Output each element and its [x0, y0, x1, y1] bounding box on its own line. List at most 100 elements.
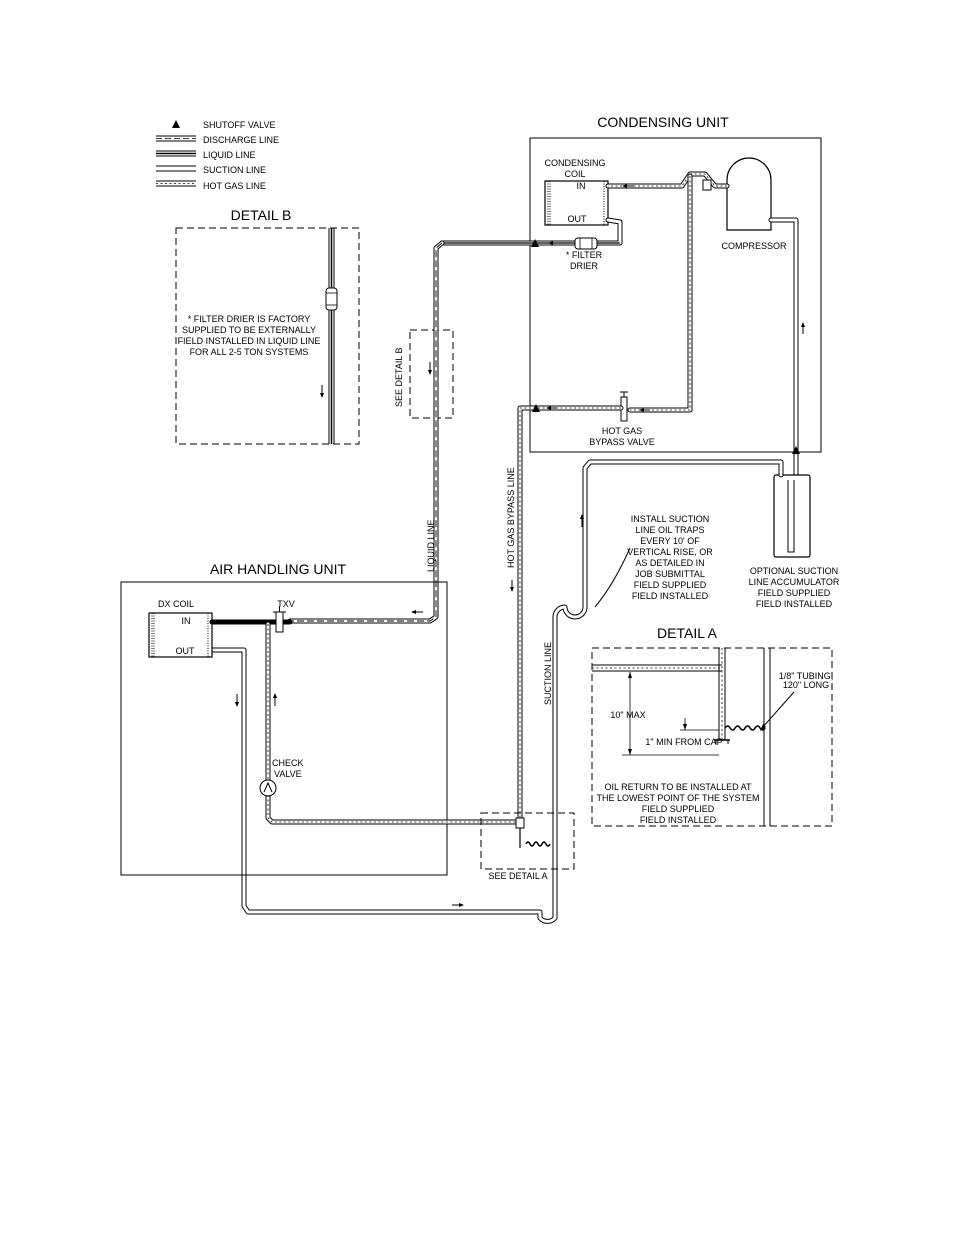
filter-drier-label-2: DRIER — [570, 261, 599, 271]
arrow-right-suction-icon — [452, 903, 464, 907]
dx-coil — [148, 612, 213, 658]
oil-trap-note-7: FIELD SUPPLIED — [634, 580, 707, 590]
detail-a-tubing-1: 1/8" TUBING, — [779, 671, 834, 681]
liquid-line-main — [287, 240, 445, 624]
oil-trap-note-3: EVERY 10' OF — [640, 536, 700, 546]
oil-trap-leader — [594, 547, 631, 608]
hot-gas-line-vertical — [627, 173, 693, 413]
arrow-left-hotgas-2-icon — [546, 406, 557, 410]
detail-b-note-2: SUPPLIED TO BE EXTERNALLY — [182, 325, 316, 335]
accumulator-note-3: FIELD SUPPLIED — [758, 588, 831, 598]
liquid-line-label: LIQUID LINE — [426, 519, 436, 572]
condensing-unit: CONDENSING UNIT CONDENSING COIL IN OUT C… — [439, 114, 822, 825]
arrow-up-suction-icon — [580, 514, 584, 527]
legend-shutoff-valve: SHUTOFF VALVE — [203, 120, 276, 130]
dx-coil-label: DX COIL — [158, 599, 194, 609]
compressor-label: COMPRESSOR — [721, 241, 787, 251]
detail-b: DETAIL B * FILTER DRIER IS FACTORY SUPPL… — [175, 207, 360, 445]
hot-gas-label-2: BYPASS VALVE — [589, 437, 655, 447]
txv-label: TXV — [277, 599, 295, 609]
discharge-line-icon — [156, 135, 196, 142]
condensing-coil — [544, 180, 609, 226]
check-valve-label-2: VALVE — [274, 769, 302, 779]
legend-liquid-line: LIQUID LINE — [203, 150, 256, 160]
arrow-left-liquid-2-icon — [411, 610, 423, 614]
arrow-left-liquid-icon — [548, 241, 560, 245]
compressor — [726, 157, 772, 231]
filter-drier-icon — [325, 287, 338, 311]
see-detail-b-label: SEE DETAIL B — [394, 347, 404, 407]
see-detail-a-label: SEE DETAIL A — [488, 871, 547, 881]
condensing-coil-label-2: COIL — [564, 169, 585, 179]
see-detail-a: SEE DETAIL A — [480, 812, 575, 881]
detail-a-oil-4: FIELD INSTALLED — [640, 815, 717, 825]
suction-line-icon — [156, 165, 196, 172]
detail-b-note-4: FOR ALL 2-5 TON SYSTEMS — [190, 347, 309, 357]
air-handling-unit-title: AIR HANDLING UNIT — [210, 561, 347, 577]
liquid-line-icon — [156, 150, 196, 157]
detail-a-oil-1: OIL RETURN TO BE INSTALLED AT — [604, 782, 752, 792]
suction-line-main — [209, 459, 784, 924]
condensing-unit-title: CONDENSING UNIT — [597, 114, 729, 130]
detail-a-oil-2: THE LOWEST POINT OF THE SYSTEM — [596, 793, 759, 803]
detail-b-note-1: * FILTER DRIER IS FACTORY — [188, 314, 311, 324]
detail-a-tubing-2: 120" LONG — [783, 680, 829, 690]
hot-gas-bypass-outlet — [517, 405, 624, 825]
suction-line-compressor — [768, 217, 799, 478]
arrow-up-check-icon — [273, 693, 277, 706]
see-detail-b-frame — [409, 329, 454, 419]
oil-trap-note-8: FIELD INSTALLED — [632, 591, 709, 601]
dx-coil-out: OUT — [176, 646, 196, 656]
hot-gas-bypass-label: HOT GAS BYPASS LINE — [506, 467, 516, 568]
condensing-coil-label-1: CONDENSING — [544, 158, 605, 168]
condensing-unit-frame — [529, 137, 822, 453]
hot-gas-line-icon — [156, 180, 196, 187]
check-valve-label-1: CHECK — [272, 758, 304, 768]
detail-b-note-3: FIELD INSTALLED IN LIQUID LINE — [178, 336, 321, 346]
accumulator-note-4: FIELD INSTALLED — [756, 599, 833, 609]
arrow-down-icon — [320, 385, 324, 398]
detail-a-oil-3: FIELD SUPPLIED — [642, 804, 715, 814]
shutoff-valve-suction-icon — [792, 446, 800, 454]
shutoff-valve-hotgas-icon — [532, 404, 540, 412]
detail-b-liquid-line — [328, 228, 335, 444]
filter-drier-label-1: * FILTER — [566, 250, 603, 260]
oil-trap-note-6: JOB SUBMITTAL — [635, 569, 705, 579]
shutoff-valve-icon — [172, 120, 180, 128]
check-valve-icon — [259, 779, 277, 797]
oil-trap-note-2: LINE OIL TRAPS — [635, 525, 704, 535]
oil-trap-note-4: VERTICAL RISE, OR — [627, 547, 713, 557]
hot-gas-label-1: HOT GAS — [602, 426, 642, 436]
detail-a-max: 10" MAX — [610, 710, 645, 720]
oil-trap-note-5: AS DETAILED IN — [635, 558, 704, 568]
oil-trap-note-1: INSTALL SUCTION — [631, 514, 710, 524]
arrow-down-suction-icon — [235, 694, 239, 707]
suction-accumulator — [773, 474, 811, 558]
detail-b-title: DETAIL B — [231, 207, 292, 223]
legend: SHUTOFF VALVE DISCHARGE LINE LIQUID LINE… — [156, 120, 279, 191]
discharge-line — [605, 171, 730, 191]
arrow-left-hotgas-icon — [639, 408, 650, 412]
detail-b-frame — [175, 227, 360, 445]
filter-drier-condensing-icon — [574, 237, 598, 250]
arrow-up-icon — [801, 322, 805, 334]
capillary-tube-coil — [724, 725, 766, 731]
dx-coil-in: IN — [182, 616, 191, 626]
suction-line-label: SUCTION LINE — [543, 642, 553, 705]
air-handling-unit: AIR HANDLING UNIT DX COIL IN OUT TXV — [120, 561, 523, 876]
arrow-down-liquid-icon — [428, 362, 432, 375]
arrow-down-hotgas-icon — [510, 580, 514, 592]
arrow-left-icon — [622, 184, 634, 188]
txv-valve — [209, 606, 293, 633]
accumulator-note-2: LINE ACCUMULATOR — [749, 577, 840, 587]
oil-return-coil — [525, 841, 551, 847]
legend-suction-line: SUCTION LINE — [203, 165, 266, 175]
air-handling-unit-frame — [120, 581, 448, 876]
condensing-coil-in: IN — [577, 181, 586, 191]
detail-a: DETAIL A 10" MAX 1" MIN FROM CAP 1/8" TU… — [591, 625, 834, 827]
detail-a-min: 1" MIN FROM CAP — [645, 737, 722, 747]
accumulator-note-1: OPTIONAL SUCTION — [750, 566, 838, 576]
check-valve-branch — [265, 621, 523, 825]
legend-discharge-line: DISCHARGE LINE — [203, 135, 279, 145]
